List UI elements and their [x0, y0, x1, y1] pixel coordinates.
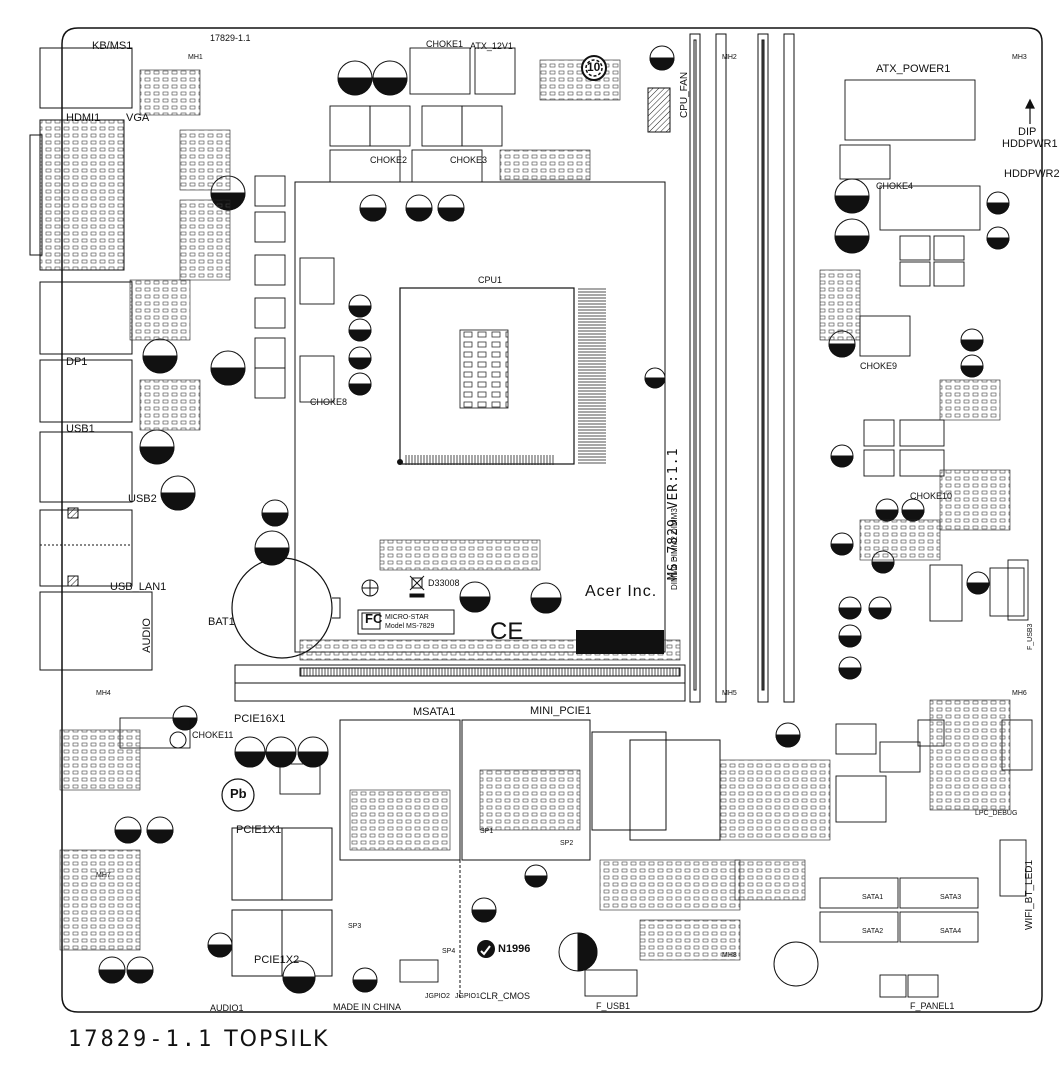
buzzer [773, 941, 819, 987]
dip-label: DIP [1018, 126, 1037, 138]
pcie1x2-label: PCIE1X2 [254, 954, 300, 966]
rear-io-outlines [29, 47, 153, 671]
top-code-label: 17829-1.1 [210, 33, 251, 43]
rohs-mark: 10 [587, 60, 601, 74]
label-block [576, 630, 664, 654]
choke1-label: CHOKE1 [426, 39, 464, 49]
n-mark-label: N1996 [498, 943, 531, 955]
msata-label: MSATA1 [413, 706, 456, 718]
footer-layer: TOPSILK [224, 1027, 330, 1052]
kbms-label: KB/MS1 [92, 40, 133, 52]
pcie16-slot [234, 664, 686, 702]
capacitors [98, 45, 1010, 994]
weee-bin-icon [409, 575, 425, 598]
mh3-label: MH3 [1012, 54, 1027, 61]
choke9-label: CHOKE9 [860, 361, 898, 371]
usb2-label: USB2 [128, 493, 157, 505]
sata4-label: SATA4 [940, 928, 962, 935]
audio-label: AUDIO [141, 618, 153, 653]
wifi-bt-text: WIFI_BT_LED1 [1024, 860, 1035, 930]
sp1-label: SP1 [480, 828, 494, 835]
cpu-socket [294, 181, 666, 653]
audio1-label: AUDIO1 [210, 1003, 244, 1013]
hddpwr1-label: HDDPWR1 [1002, 138, 1058, 150]
choke8-label: CHOKE8 [310, 397, 348, 407]
fcc-icon: FC [365, 611, 383, 626]
clr-cmos-label: CLR_CMOS [480, 991, 531, 1001]
vga-label: VGA [126, 112, 150, 124]
n-mark-icon [477, 940, 495, 958]
choke3-label: CHOKE3 [450, 155, 488, 165]
small-smd-parts [59, 59, 1011, 961]
lpc-debug-label: LPC_DEBUG [975, 810, 1018, 817]
version-text: MS-7829 VER:1.1 [666, 448, 681, 580]
bat-label: BAT1 [208, 616, 235, 628]
cpu-fan-connector [647, 87, 671, 133]
choke10-label: CHOKE10 [910, 491, 953, 501]
atx-power-label: ATX_POWER1 [876, 63, 951, 75]
maker-label: Acer Inc. [585, 583, 658, 600]
hdmi-label: HDMI1 [66, 112, 101, 124]
usb1-label: USB1 [66, 423, 95, 435]
sata3-label: SATA3 [940, 894, 962, 901]
footer: 17829-1.1 TOPSILK [68, 1027, 329, 1052]
cpu-fan-text: CPU_FAN [679, 72, 690, 118]
atx12v-label: ATX_12V1 [470, 41, 513, 51]
pb-free-icon [221, 778, 255, 812]
pb-mark: Pb [230, 786, 247, 801]
footer-code: 17829-1.1 [68, 1027, 215, 1052]
mh7-label: MH7 [96, 872, 111, 879]
mh8-label: MH8 [722, 952, 737, 959]
mh5-label: MH5 [722, 690, 737, 697]
sata2-label: SATA2 [862, 928, 884, 935]
fcc-box [357, 609, 455, 635]
pcie16-label: PCIE16X1 [234, 713, 286, 725]
sata1-label: SATA1 [862, 894, 884, 901]
board-outline [61, 27, 1043, 1013]
mh2-label: MH2 [722, 54, 737, 61]
f-usb1-label: F_USB1 [596, 1001, 631, 1011]
jgpio1-label: JGPIO1 [455, 993, 480, 1000]
sp3-label: SP3 [348, 923, 362, 930]
f-panel-label: F_PANEL1 [910, 1001, 955, 1011]
safety-code: D33008 [428, 578, 460, 588]
sp2-label: SP2 [560, 840, 574, 847]
mh6-label: MH6 [1012, 690, 1027, 697]
usb-lan-label: USB_LAN1 [110, 581, 167, 593]
mini-pcie-label: MINI_PCIE1 [530, 705, 592, 717]
jgpio2-label: JGPIO2 [425, 993, 450, 1000]
mh4-label: MH4 [96, 690, 111, 697]
choke4-label: CHOKE4 [876, 181, 914, 191]
ce-icon: CE [490, 618, 524, 645]
fcc-model: Model MS-7829 [385, 623, 435, 630]
choke2-label: CHOKE2 [370, 155, 408, 165]
arrow-up-icon [1025, 98, 1035, 124]
hddpwr2-label: HDDPWR2 [1004, 168, 1060, 180]
vrm-components [119, 47, 1033, 998]
mh1-label: MH1 [188, 54, 203, 61]
dimm-slots [689, 33, 795, 703]
made-in-label: MADE IN CHINA [333, 1002, 402, 1012]
pcie1x1-label: PCIE1X1 [236, 824, 282, 836]
f-usb3-text: F_USB3 [1027, 623, 1034, 650]
fcc-brand: MICRO-STAR [385, 614, 429, 621]
cpu-label: CPU1 [478, 275, 503, 285]
choke11-label: CHOKE11 [192, 730, 234, 740]
sp4-label: SP4 [442, 948, 456, 955]
dimm-text: DIMM4 DIMM2 DIMM3 [670, 508, 679, 590]
dp-label: DP1 [66, 356, 88, 368]
